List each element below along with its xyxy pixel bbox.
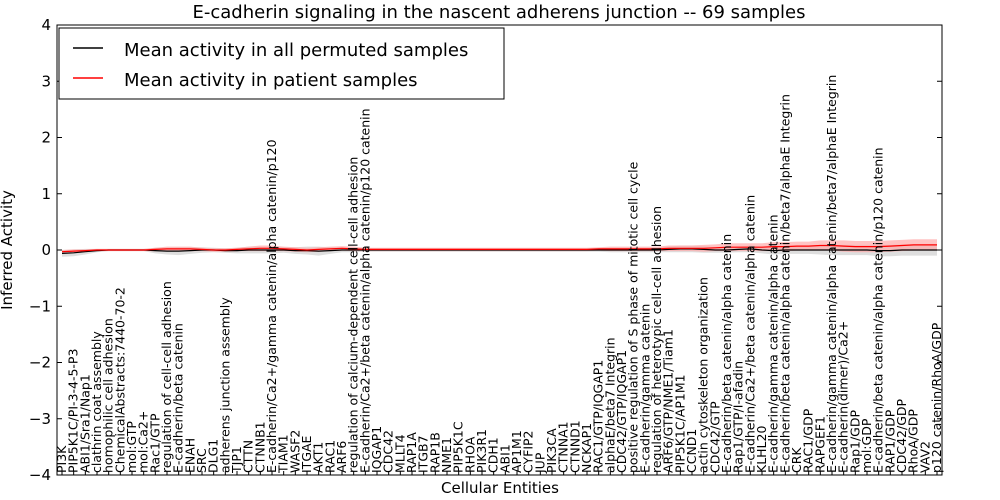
x-tick-label: CTNNA1 bbox=[556, 421, 571, 473]
x-tick-label: PIK3R1 bbox=[474, 429, 489, 473]
x-tick-label: CDH1 bbox=[486, 437, 501, 473]
x-tick-label: CDC42/GDP bbox=[894, 398, 909, 473]
x-tick-label: AP1M1 bbox=[509, 430, 524, 473]
x-tick-label: E-cadherin/beta catenin/alpha catenin/p1… bbox=[871, 147, 886, 473]
x-tick-label: ABI1 bbox=[497, 444, 512, 473]
x-tick-label: Rap1/GDP bbox=[847, 410, 862, 473]
y-tick-label: 0 bbox=[41, 241, 51, 259]
x-tick-label: CYFIP2 bbox=[521, 430, 536, 473]
y-axis-label: Inferred Activity bbox=[0, 190, 16, 310]
x-tick-label: E-cadherin/beta catenin/alpha catenin bbox=[719, 234, 734, 473]
x-tick-label: CDC42/GTP bbox=[707, 401, 722, 473]
x-tick-label: KLHL20 bbox=[754, 426, 769, 473]
x-tick-label: adherens junction assembly bbox=[217, 297, 232, 473]
x-tick-label: IQGAP1 bbox=[369, 426, 384, 473]
confidence-bands bbox=[62, 239, 937, 257]
x-axis-label: Cellular Entities bbox=[441, 479, 559, 497]
x-tick-label: PIP5K1C/PI-3-4-5-P3 bbox=[66, 349, 81, 473]
x-tick-label: RAP1A bbox=[404, 432, 419, 473]
y-axis-ticks: −4 −3 −2 −1 0 1 2 3 4 bbox=[29, 16, 942, 484]
x-tick-label: AKT1 bbox=[311, 442, 326, 473]
x-tick-label: regulation of heterotypic cell-cell adhe… bbox=[649, 206, 664, 473]
x-axis-category-labels: PI3KPIP5K1C/PI-3-4-5-P3ABI1/Sra1/Nap1cla… bbox=[54, 75, 944, 475]
x-tick-label: PI3K bbox=[54, 445, 69, 473]
x-tick-label: E-cadherin/Ca2+/beta catenin/alpha caten… bbox=[357, 108, 372, 473]
x-tick-label: CTTN bbox=[241, 440, 256, 473]
x-tick-label: E-cadherin/beta catenin/alpha catenin/be… bbox=[777, 94, 792, 473]
x-tick-label: E-cadherin/beta catenin bbox=[171, 323, 186, 473]
x-tick-label: PIP5K1C/AP1M1 bbox=[672, 374, 687, 473]
y-tick-label: −2 bbox=[29, 354, 51, 372]
y-tick-label: 4 bbox=[41, 16, 51, 34]
x-tick-label: RAP1/GDP bbox=[882, 409, 897, 473]
x-tick-label: mol:GDP bbox=[859, 418, 874, 473]
x-tick-label: ABI1/Sra1/Nap1 bbox=[77, 374, 92, 473]
x-tick-label: RAP1B bbox=[427, 432, 442, 473]
x-tick-label: ITGB7 bbox=[416, 435, 431, 473]
x-tick-label: clathrin coat assembly bbox=[89, 331, 104, 473]
y-tick-label: 1 bbox=[41, 185, 51, 203]
x-tick-label: JUP bbox=[532, 452, 547, 474]
plot-frame bbox=[56, 24, 943, 476]
series-lines bbox=[61, 244, 937, 254]
x-tick-label: CDC42 bbox=[381, 430, 396, 473]
legend: Mean activity in all permuted samples Me… bbox=[58, 27, 505, 100]
x-tick-label: alphaE/beta7 Integrin bbox=[602, 337, 617, 473]
x-tick-label: PIK3CA bbox=[544, 428, 559, 473]
x-tick-label: mol:Ca2+ bbox=[136, 411, 151, 473]
x-tick-label: mol:GTP bbox=[124, 421, 139, 473]
x-tick-label: ITGAE bbox=[299, 435, 314, 473]
x-tick-label: E-cadherin/gamma catenin/alpha catenin bbox=[766, 214, 781, 473]
x-tick-label: RAC1 bbox=[322, 440, 337, 473]
legend-label-permuted: Mean activity in all permuted samples bbox=[124, 40, 468, 61]
x-tick-label: PIP5K1C bbox=[451, 421, 466, 473]
line-series-1 bbox=[61, 244, 937, 253]
x-tick-label: regulation of calcium-dependent cell-cel… bbox=[346, 157, 361, 473]
chart-title: E-cadherin signaling in the nascent adhe… bbox=[192, 2, 805, 23]
y-tick-label: −1 bbox=[29, 297, 51, 315]
x-tick-label: RAC1/GTP/IQGAP1 bbox=[591, 360, 606, 473]
x-tick-label: E-cadherin/Ca2+/gamma catenin/alpha cate… bbox=[264, 139, 279, 473]
x-tick-label: CTNND1 bbox=[567, 420, 582, 473]
x-tick-label: actin cytoskeleton organization bbox=[696, 277, 711, 473]
x-tick-label: ARF6 bbox=[334, 441, 349, 473]
x-tick-label: homophilic cell adhesion bbox=[101, 318, 116, 473]
x-tick-label: Rap1/GTP/I-afadin bbox=[731, 361, 746, 473]
x-tick-label: DLG1 bbox=[206, 439, 221, 473]
legend-box bbox=[58, 27, 505, 100]
x-tick-label: SRC bbox=[194, 448, 209, 473]
x-tick-label: CTNNB1 bbox=[252, 421, 267, 473]
x-tick-label: positive regulation of S phase of mitoti… bbox=[626, 161, 641, 473]
x-tick-label: regulation of cell-cell adhesion bbox=[159, 281, 174, 473]
x-tick-label: VAV2 bbox=[917, 441, 932, 473]
x-tick-label: p120 catenin/RhoA/GDP bbox=[929, 322, 944, 473]
y-tick-label: 2 bbox=[41, 129, 51, 147]
x-tick-label: Rac1/GTP bbox=[147, 413, 162, 473]
x-tick-label: TIAM1 bbox=[276, 434, 291, 474]
y-tick-label: −4 bbox=[29, 466, 51, 484]
x-tick-label: NME1 bbox=[439, 437, 454, 473]
x-tick-label: NCKAP1 bbox=[579, 423, 594, 473]
x-tick-label: TJP1 bbox=[229, 446, 244, 474]
x-tick-label: E-cadherin/gamma catenin/alpha catenin/b… bbox=[824, 75, 839, 473]
y-tick-label: 3 bbox=[41, 72, 51, 90]
x-tick-label: E-cadherin/gamma catenin bbox=[637, 304, 652, 473]
x-tick-label: RhoA/GDP bbox=[906, 409, 921, 473]
x-tick-label: RAC1/GDP bbox=[801, 408, 816, 473]
x-tick-label: WASF2 bbox=[287, 430, 302, 473]
x-tick-label: E-cadherin/Ca2+/beta catenin/alpha caten… bbox=[742, 195, 757, 473]
x-tick-label: CRK bbox=[789, 447, 804, 473]
x-tick-label: CDC42/GTP/IQGAP1 bbox=[614, 350, 629, 473]
x-tick-label: CCND1 bbox=[684, 429, 699, 473]
x-tick-label: ChemicalAbstracts:7440-70-2 bbox=[112, 287, 127, 473]
y-tick-label: −3 bbox=[29, 410, 51, 428]
x-tick-label: RAPGEF1 bbox=[812, 416, 827, 473]
x-tick-label: MLLT4 bbox=[392, 434, 407, 473]
x-tick-label: ENAH bbox=[182, 438, 197, 473]
x-tick-label: E-cadherin(dimer)/Ca2+ bbox=[836, 321, 851, 473]
legend-label-patient: Mean activity in patient samples bbox=[124, 70, 418, 91]
x-tick-label: ARF6/GTP/NME1/Tiam1 bbox=[661, 329, 676, 473]
x-tick-label: RHOA bbox=[462, 436, 477, 473]
